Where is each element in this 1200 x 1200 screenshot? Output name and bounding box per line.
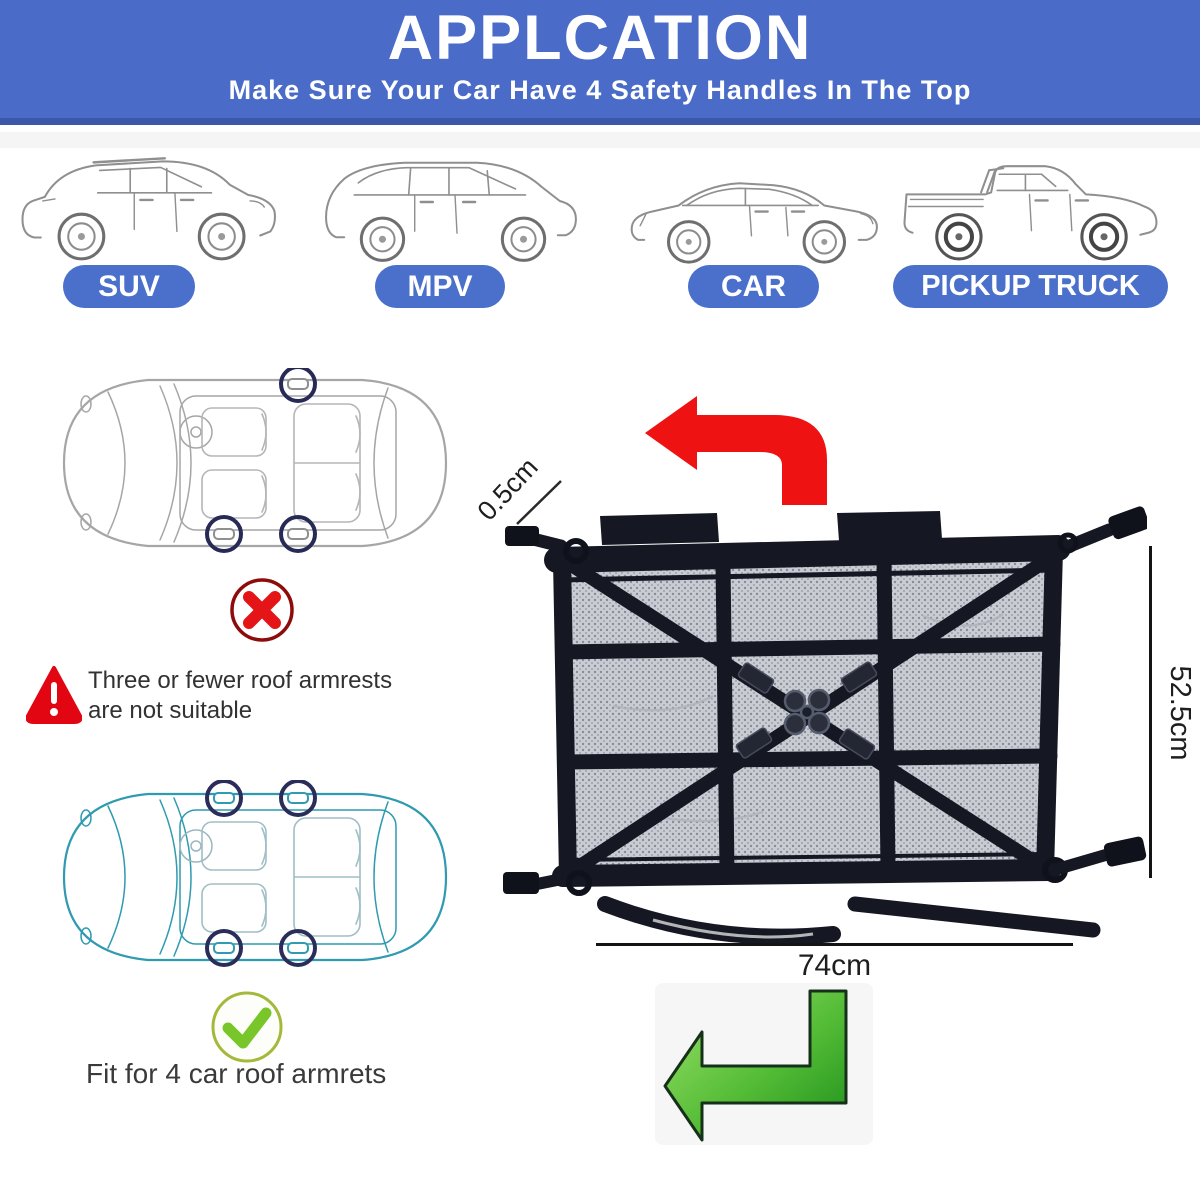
page-subtitle: Make Sure Your Car Have 4 Safety Handles…	[228, 75, 972, 105]
mpv-label-pill: MPV	[375, 265, 505, 308]
car-label: CAR	[721, 269, 786, 303]
mpv-illustration	[325, 161, 577, 262]
divider-band	[0, 132, 1200, 148]
net-height-dimension-line	[1149, 546, 1152, 878]
pickup-truck-illustration	[903, 165, 1158, 261]
suv-label-pill: SUV	[63, 265, 195, 308]
page-title: APPLCATION	[387, 3, 813, 73]
unsuitable-note: Three or fewer roof armrests are not sui…	[88, 666, 458, 726]
car-top-view-4-handles	[62, 780, 448, 967]
pickup-truck-label-pill: PICKUP TRUCK	[893, 265, 1168, 308]
net-width-dimension-line	[596, 943, 1073, 946]
car-label-pill: CAR	[688, 265, 819, 308]
suv-illustration	[21, 157, 276, 261]
unsuitable-note-line1: Three or fewer roof armrests	[88, 667, 393, 694]
header-banner: APPLCATION Make Sure Your Car Have 4 Saf…	[0, 0, 1200, 125]
strap-width-leader-line	[516, 480, 562, 525]
red-turn-arrow-icon	[645, 396, 827, 505]
mpv-label: MPV	[407, 269, 473, 303]
cross-icon	[230, 578, 294, 642]
car-top-view-3-handles	[62, 368, 448, 553]
car-illustration	[630, 182, 878, 264]
net-width-dimension: 74cm	[797, 949, 872, 982]
net-height-dimension: 52.5cm	[1164, 665, 1196, 761]
green-turn-arrow-icon	[663, 989, 848, 1142]
suitable-note: Fit for 4 car roof armrets	[86, 1058, 387, 1089]
check-icon	[211, 991, 283, 1063]
warning-icon	[26, 666, 82, 724]
cargo-net-photo	[503, 506, 1147, 945]
suv-label: SUV	[98, 269, 160, 303]
unsuitable-note-line2: are not suitable	[88, 697, 253, 724]
pickup-truck-label: PICKUP TRUCK	[921, 270, 1140, 302]
